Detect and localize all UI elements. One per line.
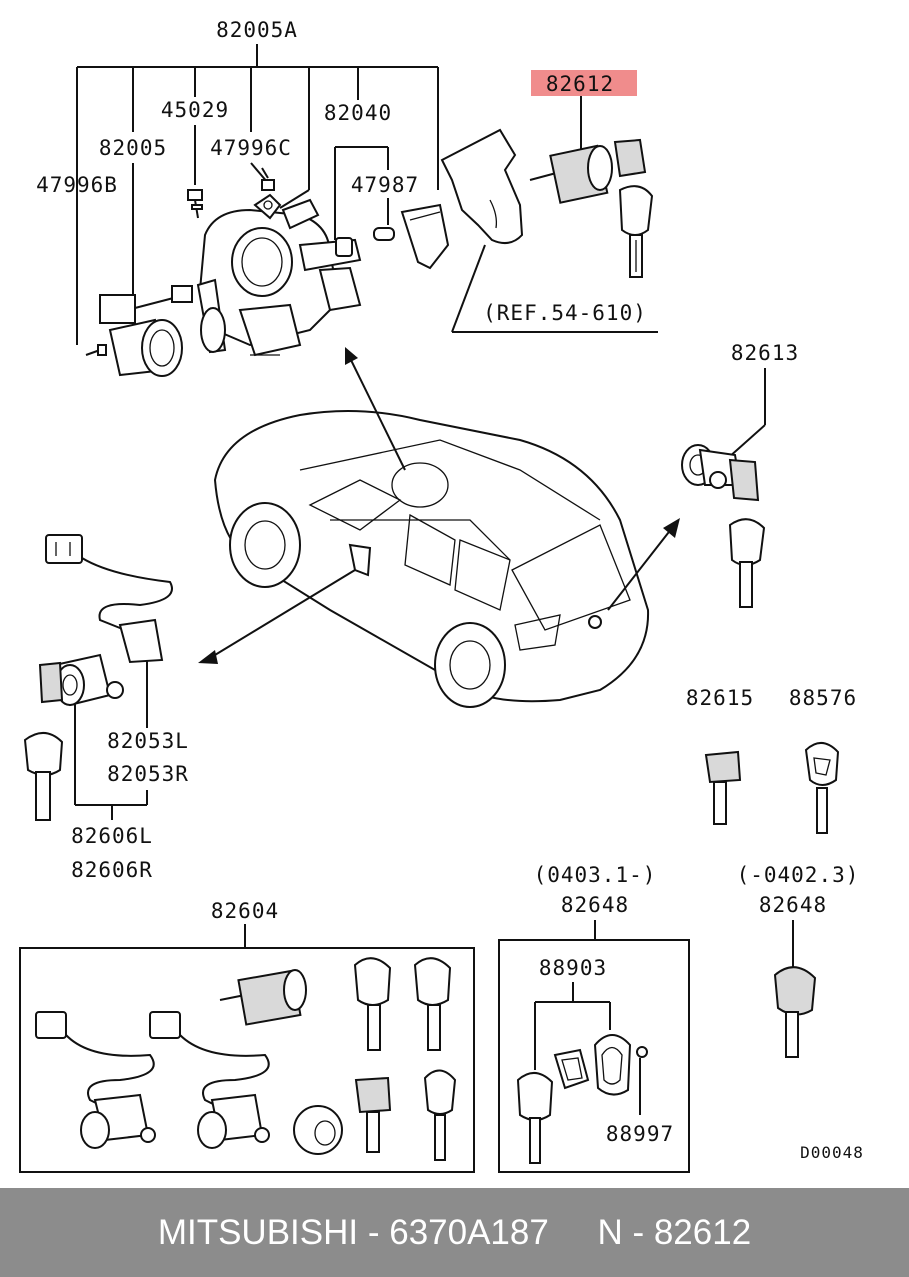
label-ref-54-610: (REF.54-610) — [483, 301, 647, 325]
label-47996C: 47996C — [210, 136, 292, 160]
label-82613: 82613 — [731, 341, 799, 365]
label-47996B: 47996B — [36, 173, 118, 197]
label-82053R: 82053R — [107, 762, 189, 786]
screw-47996B — [85, 344, 107, 356]
key-reminder-switch-82005 — [99, 285, 193, 377]
kit-box-82648-a — [498, 939, 690, 1173]
kit-box-82604 — [19, 947, 475, 1173]
label-date-0403-1: (0403.1-) — [534, 863, 657, 887]
ignition-key-cylinder-82612 — [529, 138, 654, 278]
blank-key-82615 — [704, 750, 742, 825]
label-82648-a: 82648 — [561, 893, 629, 917]
label-diagram-code: D00048 — [800, 1143, 864, 1162]
vehicle-outline — [213, 410, 650, 708]
screw-45029 — [187, 189, 203, 219]
door-lock-cylinder-82053 — [23, 534, 173, 821]
label-82005A: 82005A — [216, 18, 298, 42]
parts-diagram: 82005A 45029 82040 82005 47996C 47987 47… — [19, 18, 864, 1173]
steering-column-cover-ref — [440, 128, 658, 333]
label-82612: 82612 — [546, 72, 614, 96]
label-82040: 82040 — [324, 101, 392, 125]
highlight-box-82612 — [531, 70, 637, 96]
label-82604: 82604 — [211, 899, 279, 923]
leader-lines-82648-a — [534, 920, 641, 1115]
remote-key-82648-b — [773, 966, 817, 1058]
leader-lines-82613 — [727, 368, 766, 459]
label-82615: 82615 — [686, 686, 754, 710]
arrow-to-door — [198, 569, 356, 664]
ignition-switch-assembly — [196, 193, 362, 357]
key-88576 — [804, 742, 840, 834]
cover-82040 — [400, 203, 450, 270]
label-82053L: 82053L — [107, 729, 189, 753]
leader-lines-82005A — [76, 44, 439, 345]
label-88576: 88576 — [789, 686, 857, 710]
label-88903: 88903 — [539, 956, 607, 980]
kit-contents-82604 — [35, 957, 457, 1161]
label-date-0402-3: (-0402.3) — [737, 863, 860, 887]
label-88997: 88997 — [606, 1122, 674, 1146]
pin-47987 — [373, 227, 395, 241]
arrow-to-tailgate — [607, 518, 680, 611]
label-82005: 82005 — [99, 136, 167, 160]
label-45029: 45029 — [161, 98, 229, 122]
label-82606L: 82606L — [71, 824, 153, 848]
kit-contents-82648-a — [516, 1034, 648, 1164]
label-82606R: 82606R — [71, 858, 153, 882]
label-47987: 47987 — [351, 173, 419, 197]
screw-47996C — [261, 167, 275, 191]
part-number-footer: MITSUBISHI - 6370A187 N - 82612 — [0, 1188, 909, 1277]
label-82648-b: 82648 — [759, 893, 827, 917]
arrow-to-ignition — [345, 347, 406, 471]
tailgate-lock-cylinder-82613 — [681, 444, 766, 608]
footer-text: MITSUBISHI - 6370A187 N - 82612 — [157, 1212, 752, 1252]
